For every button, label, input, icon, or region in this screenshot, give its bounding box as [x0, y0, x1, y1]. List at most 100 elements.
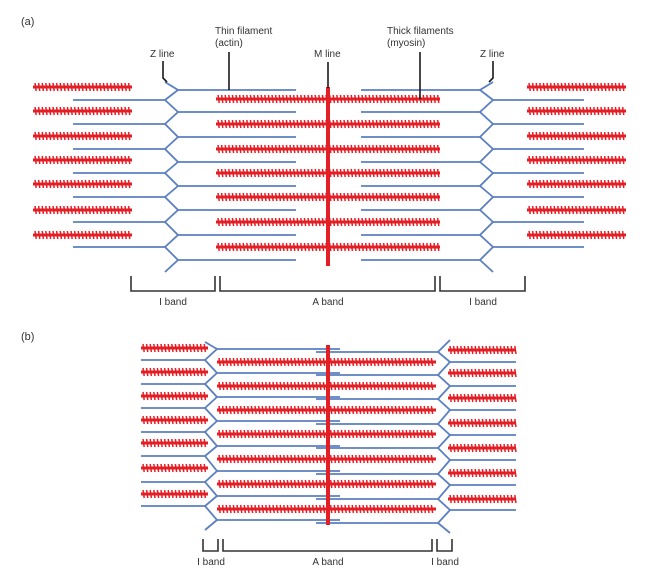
i-band-right-label: I band	[431, 557, 459, 568]
thick-filament	[141, 343, 208, 353]
thick-filament	[527, 205, 626, 215]
myosin-heads	[528, 106, 625, 116]
thin-filament-label-2: (actin)	[215, 38, 243, 49]
myosin-heads	[528, 131, 625, 141]
thick-filament	[141, 367, 208, 377]
z-line	[163, 81, 180, 273]
thick-filament	[141, 438, 208, 448]
thick-filament	[33, 106, 132, 116]
z-line	[203, 341, 219, 531]
myosin-heads	[528, 155, 625, 165]
myosin-heads	[218, 429, 434, 439]
thick-filament	[448, 418, 517, 428]
z-line-right-leader	[488, 61, 494, 83]
myosin-heads	[142, 391, 207, 401]
thick-filament	[527, 230, 626, 240]
z-line-right-label: Z line	[480, 49, 505, 60]
thick-filament	[33, 155, 132, 165]
i-band-left-bracket	[202, 539, 219, 552]
myosin-heads	[34, 131, 131, 141]
thick-filament	[33, 205, 132, 215]
z-line-left-label: Z line	[150, 49, 175, 60]
panel-a-relaxed: (a) Z line Thin filament (actin) M line …	[21, 16, 626, 308]
thick-filaments-label-1: Thick filaments	[387, 26, 454, 37]
thin-filament-label-1: Thin filament	[215, 26, 272, 37]
myosin-heads	[449, 418, 517, 428]
myosin-heads	[528, 179, 625, 189]
myosin-heads	[34, 179, 131, 189]
myosin-heads	[449, 393, 517, 403]
myosin-heads	[218, 504, 434, 514]
myosin-heads	[218, 454, 434, 464]
thick-filament	[33, 179, 132, 189]
thick-filament	[141, 463, 208, 473]
myosin-heads	[34, 106, 131, 116]
myosin-heads	[142, 463, 207, 473]
myosin-heads	[142, 343, 207, 353]
myosin-heads	[449, 368, 517, 378]
panel-b-label: (b)	[21, 331, 34, 343]
myosin-heads	[449, 443, 517, 453]
myosin-heads	[449, 345, 517, 355]
thick-filament	[527, 179, 626, 189]
myosin-heads	[217, 217, 440, 227]
thick-filament	[448, 468, 517, 478]
i-band-right-label: I band	[469, 297, 497, 308]
thick-filament	[448, 393, 517, 403]
panel-b-contracted: (b) I band A band I band	[21, 331, 517, 568]
myosin-heads	[142, 489, 207, 499]
myosin-heads	[218, 405, 434, 415]
thick-filament	[527, 106, 626, 116]
myosin-heads	[142, 415, 207, 425]
i-band-right-bracket	[436, 539, 453, 552]
thick-filament	[141, 415, 208, 425]
thick-filament	[527, 82, 626, 92]
i-band-right-bracket	[439, 276, 526, 292]
myosin-heads	[34, 82, 131, 92]
thick-filament	[448, 494, 517, 504]
thick-filament	[448, 368, 517, 378]
myosin-heads	[528, 82, 625, 92]
myosin-heads	[34, 230, 131, 240]
a-band-label: A band	[312, 557, 343, 568]
thick-filament	[141, 489, 208, 499]
myosin-heads	[528, 205, 625, 215]
thick-filament	[141, 391, 208, 401]
thick-filament	[33, 131, 132, 141]
thick-filaments-label-2: (myosin)	[387, 38, 425, 49]
myosin-heads	[217, 242, 440, 252]
myosin-heads	[217, 119, 440, 129]
thick-filament	[33, 230, 132, 240]
panel-b-filaments	[141, 339, 517, 534]
myosin-heads	[142, 438, 207, 448]
myosin-heads	[34, 155, 131, 165]
z-line-left-leader	[162, 61, 168, 83]
a-band-label: A band	[312, 297, 343, 308]
panel-a-filaments	[33, 81, 626, 273]
myosin-heads	[449, 494, 517, 504]
myosin-heads	[217, 168, 440, 178]
myosin-heads	[218, 357, 434, 367]
myosin-heads	[218, 479, 434, 489]
myosin-heads	[217, 144, 440, 154]
thick-filament	[448, 443, 517, 453]
panel-a-label: (a)	[21, 16, 34, 28]
myosin-heads	[142, 367, 207, 377]
i-band-left-bracket	[130, 276, 216, 292]
myosin-heads	[218, 381, 434, 391]
thick-filament	[448, 345, 517, 355]
a-band-bracket	[222, 539, 433, 552]
z-line	[436, 339, 452, 534]
thick-filament	[33, 82, 132, 92]
myosin-heads	[449, 468, 517, 478]
i-band-left-label: I band	[159, 297, 187, 308]
a-band-bracket	[219, 276, 436, 292]
thick-filament	[527, 131, 626, 141]
m-line-label: M line	[314, 49, 341, 60]
thick-filament	[527, 155, 626, 165]
i-band-left-label: I band	[197, 557, 225, 568]
myosin-heads	[528, 230, 625, 240]
z-line	[478, 81, 495, 273]
myosin-heads	[217, 94, 440, 104]
